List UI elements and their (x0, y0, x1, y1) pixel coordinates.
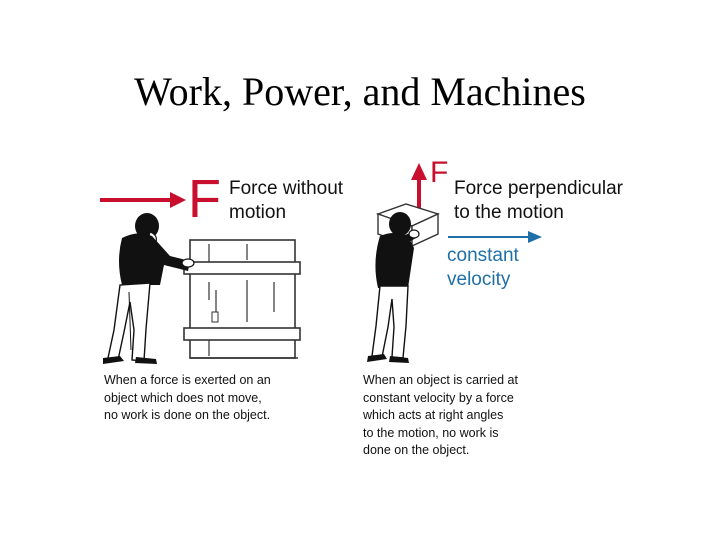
right-caption-line: done on the object. (363, 442, 518, 460)
left-force-arrow (100, 192, 186, 208)
right-caption-line: constant velocity by a force (363, 390, 518, 408)
velocity-arrow (448, 231, 542, 243)
right-force-label-line: to the motion (454, 201, 623, 225)
right-caption-line: When an object is carried at (363, 372, 518, 390)
left-force-label: Force without motion (229, 177, 343, 225)
left-force-label-line: motion (229, 201, 343, 225)
right-force-label: Force perpendicular to the motion (454, 177, 623, 225)
velocity-label-line: constant (447, 244, 519, 268)
left-caption: When a force is exerted on an object whi… (104, 372, 271, 425)
left-caption-line: object which does not move, (104, 390, 271, 408)
crate (184, 240, 300, 358)
carrying-person (367, 204, 438, 363)
left-caption-line: When a force is exerted on an (104, 372, 271, 390)
left-force-label-line: Force without (229, 177, 343, 201)
pushing-person (103, 213, 194, 364)
velocity-label-line: velocity (447, 268, 519, 292)
right-caption-line: which acts at right angles (363, 407, 518, 425)
right-caption-line: to the motion, no work is (363, 425, 518, 443)
right-force-arrow (411, 163, 427, 212)
right-force-symbol: F (430, 158, 448, 188)
right-force-label-line: Force perpendicular (454, 177, 623, 201)
left-force-symbol: F (188, 172, 221, 226)
left-caption-line: no work is done on the object. (104, 407, 271, 425)
velocity-label: constant velocity (447, 244, 519, 292)
right-caption: When an object is carried at constant ve… (363, 372, 518, 460)
